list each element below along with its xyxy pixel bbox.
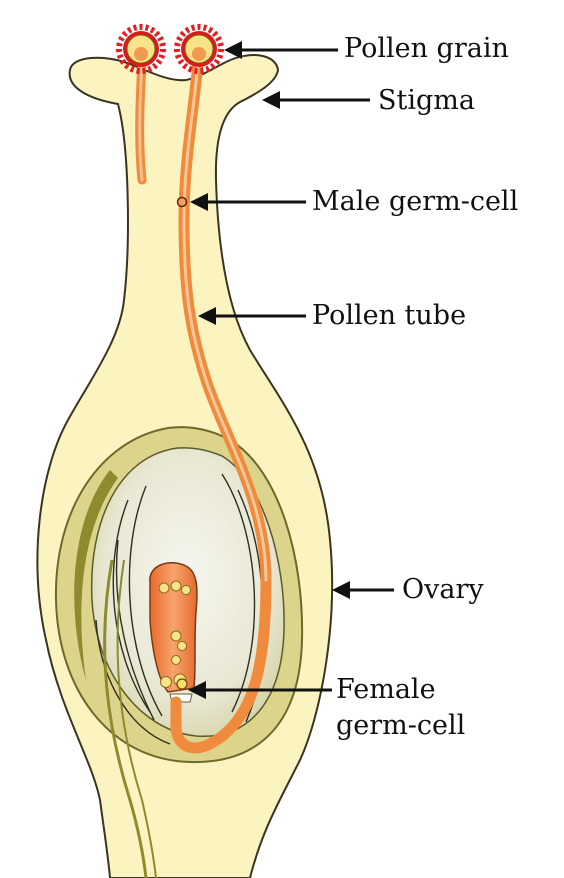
female-germ-cell-label-line2: germ-cell <box>336 710 466 741</box>
pollen-tube-short-highlight <box>138 60 144 182</box>
stigma-label: Stigma <box>378 85 475 116</box>
funicle-inner <box>116 559 157 878</box>
embryo-sac-nuclei <box>158 580 191 688</box>
pollen-tube-highlight <box>182 60 268 582</box>
female-germ-cell <box>176 678 188 690</box>
male-germ-cell-label: Male germ-cell <box>312 186 519 217</box>
pollen-grain-label: Pollen grain <box>344 33 509 64</box>
funicle <box>103 559 148 878</box>
pollen-grain-left <box>116 24 166 74</box>
female-germ-cell-label-line1: Female <box>336 674 436 705</box>
pollen-tube-label: Pollen tube <box>312 300 467 331</box>
embryo-sac <box>149 561 198 693</box>
pollen-grain-right <box>174 24 224 74</box>
ovary-label: Ovary <box>402 574 484 605</box>
male-germ-cell <box>176 196 188 208</box>
ovary-wall-shadow <box>74 470 118 680</box>
leader-arrows <box>188 41 394 699</box>
